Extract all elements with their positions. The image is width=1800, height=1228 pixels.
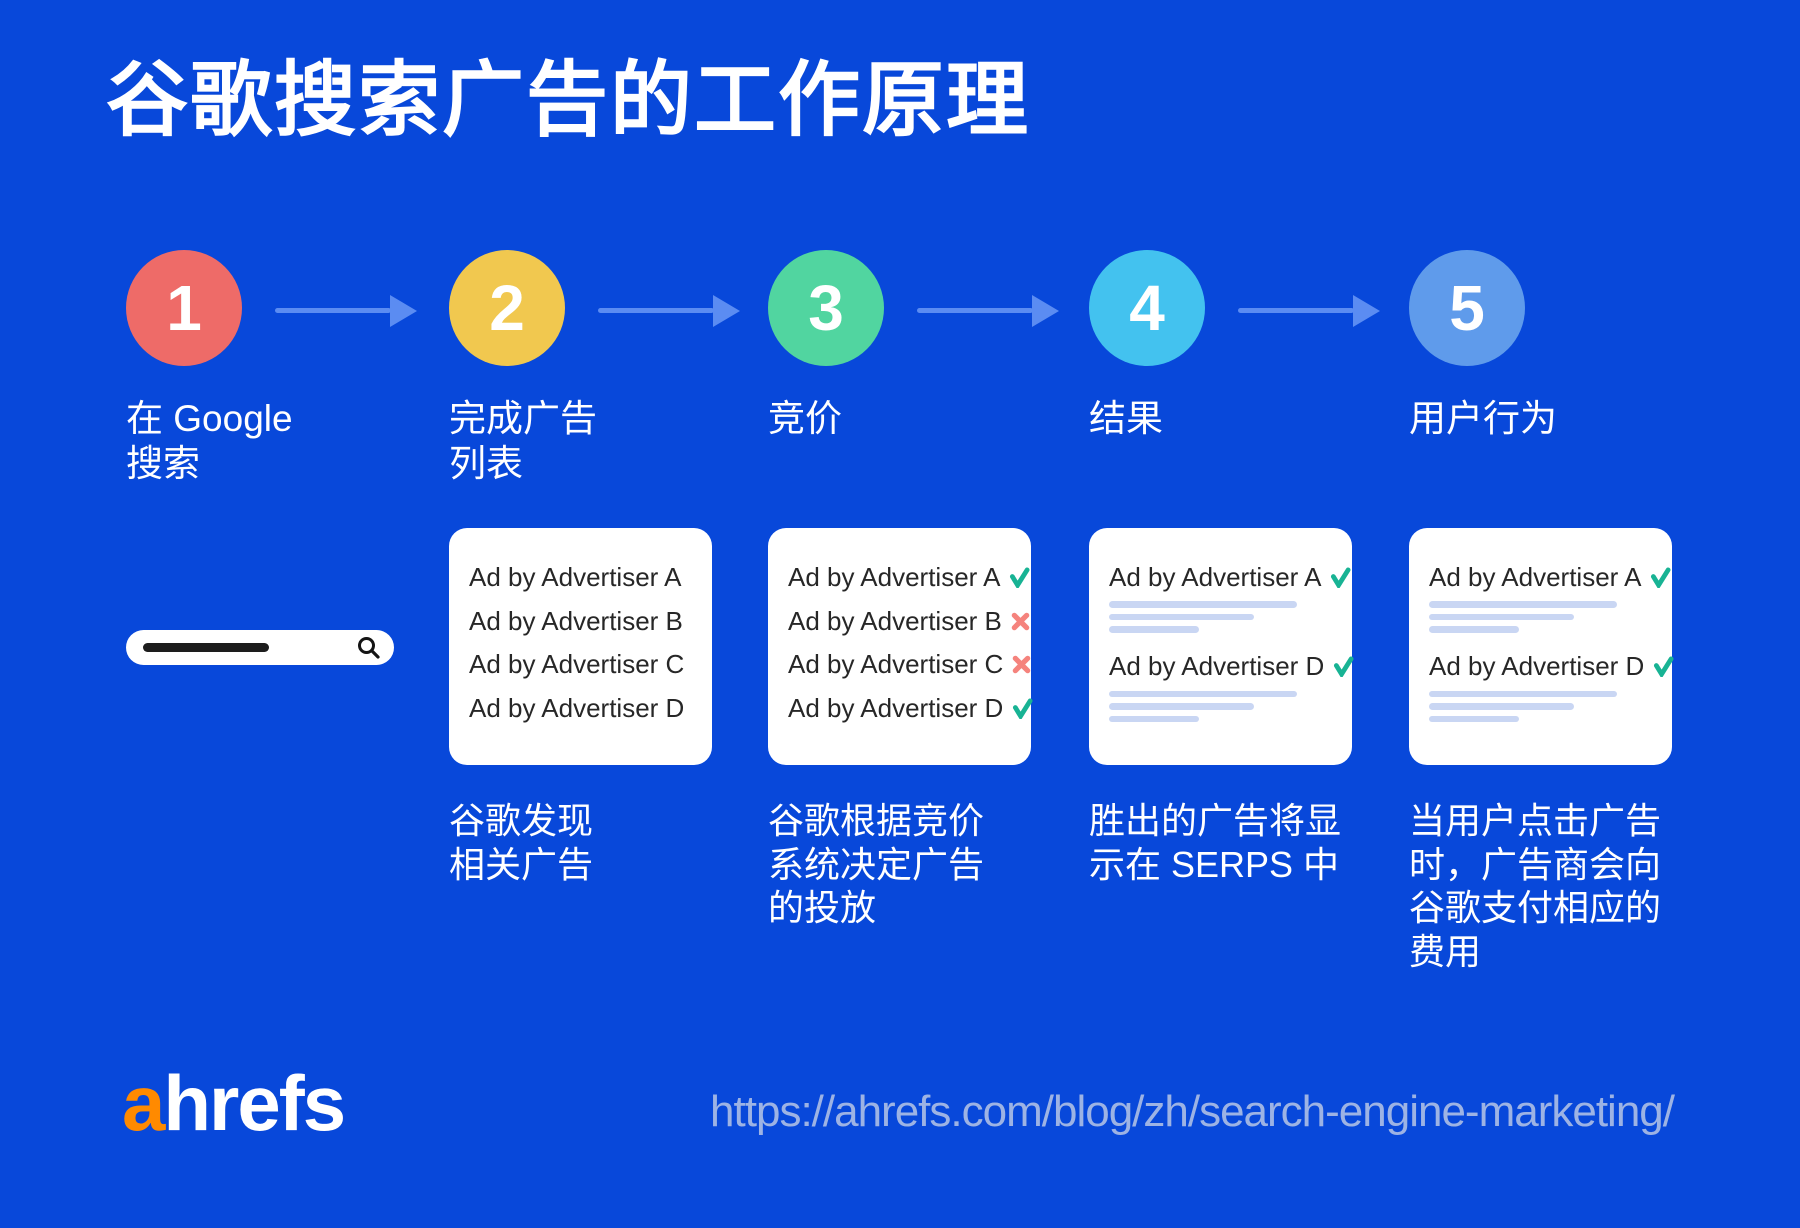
ad-row: Ad by Advertiser A bbox=[469, 556, 712, 600]
source-url: https://ahrefs.com/blog/zh/search-engine… bbox=[710, 1087, 1675, 1136]
step-circle-4: 4 bbox=[1089, 250, 1205, 366]
search-bar-illustration bbox=[126, 630, 394, 665]
step-number-2: 2 bbox=[489, 272, 525, 344]
card-ad-list: Ad by Advertiser A Ad by Advertiser B Ad… bbox=[449, 528, 712, 765]
description-step5: 当用户点击广告 时，广告商会向 谷歌支付相应的 费用 bbox=[1409, 800, 1662, 972]
arrow-right-icon bbox=[917, 293, 1059, 329]
text-placeholder-line bbox=[1109, 626, 1199, 633]
step-circle-3: 3 bbox=[768, 250, 884, 366]
cross-icon bbox=[1011, 612, 1030, 631]
ad-row: Ad by Advertiser A bbox=[1109, 562, 1352, 592]
arrow-head bbox=[1032, 295, 1059, 327]
ahrefs-logo: ahrefs bbox=[122, 1064, 346, 1142]
text-placeholder-line bbox=[1429, 626, 1519, 633]
logo-letters-hrefs: hrefs bbox=[163, 1059, 346, 1147]
arrow-shaft bbox=[1238, 308, 1354, 313]
text-placeholder-line bbox=[1429, 690, 1617, 697]
text-placeholder-line bbox=[1109, 715, 1199, 722]
card-serp-results: Ad by Advertiser A Ad by Advertiser D bbox=[1089, 528, 1354, 765]
ad-row-label: Ad by Advertiser A bbox=[1429, 561, 1642, 592]
text-placeholder-line bbox=[1429, 715, 1519, 722]
search-icon bbox=[358, 637, 380, 659]
ad-row: Ad by Advertiser C bbox=[788, 643, 1031, 687]
arrow-head bbox=[390, 295, 417, 327]
check-icon bbox=[1330, 566, 1351, 588]
logo-letter-a: a bbox=[122, 1059, 165, 1147]
ad-row: Ad by Advertiser A bbox=[1429, 562, 1672, 592]
page-title: 谷歌搜索广告的工作原理 bbox=[106, 55, 1031, 146]
ad-row-label: Ad by Advertiser D bbox=[469, 692, 685, 723]
text-placeholder-lines bbox=[1429, 690, 1672, 722]
step-label-4: 结果 bbox=[1089, 398, 1163, 439]
step-label-2: 完成广告 列表 bbox=[449, 398, 597, 484]
ad-row-label: Ad by Advertiser D bbox=[788, 692, 1004, 723]
text-placeholder-line bbox=[1109, 613, 1254, 620]
description-step2: 谷歌发现 相关广告 bbox=[449, 800, 594, 885]
arrow-shaft bbox=[917, 308, 1033, 313]
arrow-head bbox=[1353, 295, 1380, 327]
check-icon bbox=[1653, 656, 1674, 677]
step-circle-1: 1 bbox=[126, 250, 242, 366]
step-label-5: 用户行为 bbox=[1409, 398, 1557, 439]
card-user-action: Ad by Advertiser A Ad by Advertiser D bbox=[1409, 528, 1674, 765]
description-step3: 谷歌根据竞价 系统决定广告 的投放 bbox=[768, 800, 985, 928]
ad-row-label: Ad by Advertiser B bbox=[469, 605, 683, 636]
text-placeholder-lines bbox=[1429, 601, 1672, 633]
card-bidding: Ad by Advertiser A Ad by Advertiser B Ad… bbox=[768, 528, 1033, 765]
ad-row: Ad by Advertiser D bbox=[788, 687, 1033, 731]
description-step4: 胜出的广告将显 示在 SERPS 中 bbox=[1089, 800, 1342, 885]
arrow-right-icon bbox=[1238, 293, 1380, 329]
ad-row: Ad by Advertiser A bbox=[788, 556, 1031, 600]
ad-row-label: Ad by Advertiser A bbox=[469, 562, 682, 593]
step-number-3: 3 bbox=[808, 272, 844, 344]
text-placeholder-lines bbox=[1109, 601, 1352, 633]
step-circle-2: 2 bbox=[449, 250, 565, 366]
ad-row: Ad by Advertiser D bbox=[1429, 651, 1674, 682]
ad-row: Ad by Advertiser B bbox=[788, 600, 1031, 644]
arrow-right-icon bbox=[275, 293, 417, 329]
arrow-right-icon bbox=[598, 293, 740, 329]
step-number-4: 4 bbox=[1129, 272, 1165, 344]
ad-row: Ad by Advertiser C bbox=[469, 643, 712, 687]
step-circle-5: 5 bbox=[1409, 250, 1525, 366]
check-icon bbox=[1012, 698, 1033, 719]
ad-row-label: Ad by Advertiser D bbox=[1109, 651, 1325, 681]
text-placeholder-line bbox=[1109, 703, 1254, 710]
ad-row-label: Ad by Advertiser A bbox=[1109, 561, 1322, 592]
check-icon bbox=[1650, 566, 1671, 588]
ad-row-label: Ad by Advertiser C bbox=[469, 649, 685, 680]
step-number-1: 1 bbox=[166, 272, 202, 344]
ad-row: Ad by Advertiser B bbox=[469, 600, 712, 644]
text-placeholder-line bbox=[1429, 601, 1617, 608]
step-label-1: 在 Google 搜索 bbox=[126, 398, 293, 484]
step-number-5: 5 bbox=[1449, 272, 1485, 344]
ad-row: Ad by Advertiser D bbox=[1109, 651, 1354, 682]
text-placeholder-line bbox=[1109, 601, 1297, 608]
text-placeholder-line bbox=[1429, 613, 1574, 620]
ad-row-label: Ad by Advertiser A bbox=[788, 562, 1001, 593]
ad-row-label: Ad by Advertiser C bbox=[788, 649, 1004, 680]
check-icon bbox=[1333, 656, 1354, 677]
query-placeholder-line bbox=[143, 643, 269, 652]
text-placeholder-line bbox=[1429, 703, 1574, 710]
ad-row-label: Ad by Advertiser D bbox=[1429, 651, 1645, 681]
text-placeholder-lines bbox=[1109, 690, 1352, 722]
cross-icon bbox=[1012, 655, 1031, 674]
arrow-shaft bbox=[275, 308, 391, 313]
ad-row: Ad by Advertiser D bbox=[469, 687, 712, 731]
arrow-shaft bbox=[598, 308, 714, 313]
arrow-head bbox=[713, 295, 740, 327]
step-label-3: 竞价 bbox=[768, 398, 842, 439]
ad-row-label: Ad by Advertiser B bbox=[788, 605, 1002, 636]
text-placeholder-line bbox=[1109, 690, 1297, 697]
check-icon bbox=[1009, 567, 1030, 589]
